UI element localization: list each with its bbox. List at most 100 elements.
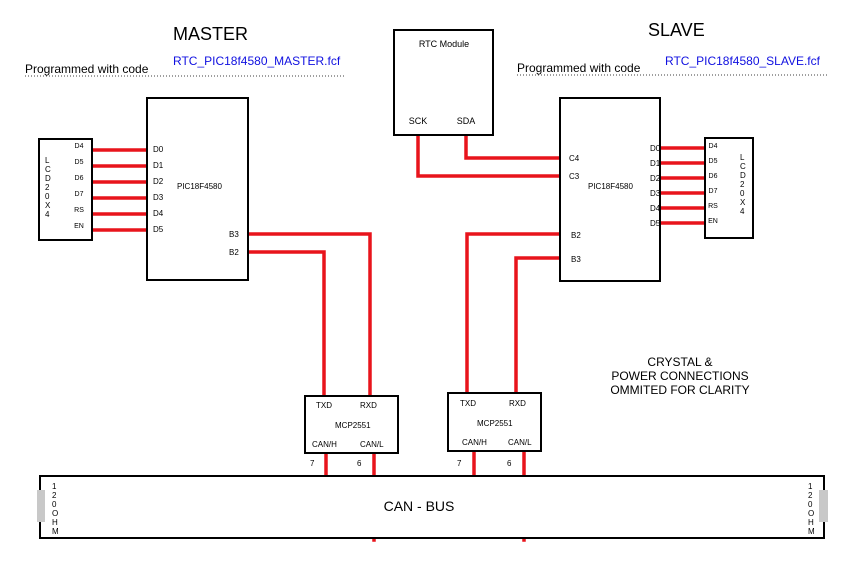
slave-programmed-label: Programmed with code [517, 61, 641, 75]
svg-text:D7: D7 [709, 188, 718, 195]
right-terminator-resistor [819, 490, 828, 522]
wire-slave-b2-txd [465, 232, 562, 395]
master-transceiver-rxd: RXD [360, 401, 377, 410]
slave-transceiver-canl: CAN/L [508, 438, 532, 447]
svg-text:M: M [808, 527, 815, 536]
master-programmed-label: Programmed with code [25, 62, 149, 76]
master-heading: MASTER [173, 24, 248, 44]
left-terminator-label: 1 2 0 O H M [52, 482, 59, 536]
svg-text:EN: EN [74, 223, 84, 230]
svg-text:O: O [808, 509, 814, 518]
slave-lcd-pins: D4 D5 D6 D7 RS EN [708, 143, 718, 225]
slave-transceiver-rxd: RXD [509, 399, 526, 408]
slave-transceiver-pin7: 7 [457, 459, 462, 468]
slave-transceiver-pin6: 6 [507, 459, 512, 468]
master-transceiver: TXD RXD MCP2551 CAN/H CAN/L 7 6 [304, 395, 399, 468]
svg-text:C: C [45, 165, 51, 174]
svg-text:0: 0 [808, 500, 813, 509]
slave-code-file[interactable]: RTC_PIC18f4580_SLAVE.fcf [665, 54, 821, 68]
svg-text:0: 0 [52, 500, 57, 509]
master-transceiver-chip: MCP2551 [335, 421, 371, 430]
master-pic-pin-d1: D1 [153, 161, 164, 170]
svg-text:D: D [740, 171, 746, 180]
can-bus: CAN - BUS 1 2 0 O H M 1 2 0 O H M [37, 475, 828, 539]
master-transceiver-pin7: 7 [310, 459, 315, 468]
slave-pic-pin-c4: C4 [569, 154, 580, 163]
master-transceiver-canl: CAN/L [360, 440, 384, 449]
wire-slave-b3-rxd [514, 256, 562, 395]
rtc-pin-sck: SCK [409, 116, 428, 126]
svg-text:D6: D6 [709, 173, 718, 180]
slave-pic-chip: PIC18F4580 [588, 182, 633, 191]
svg-text:L: L [45, 156, 50, 165]
svg-text:1: 1 [808, 482, 813, 491]
svg-text:D: D [45, 174, 51, 183]
master-pic-pin-b3: B3 [229, 230, 239, 239]
rtc-pin-sda: SDA [457, 116, 476, 126]
note-line-2: POWER CONNECTIONS [611, 369, 748, 383]
rtc-module: RTC Module SCK SDA [393, 29, 494, 136]
master-lcd-pin-d5: D5 [75, 159, 84, 166]
slave-lcd-pin-rs: RS [708, 203, 718, 210]
master-lcd-pin-d6: D6 [75, 175, 84, 182]
master-transceiver-pin6: 6 [357, 459, 362, 468]
wire-master-b3-rxd [246, 232, 372, 398]
svg-text:H: H [52, 518, 58, 527]
slave-lcd-pin-d4: D4 [709, 143, 718, 150]
svg-text:RS: RS [74, 207, 84, 214]
svg-text:X: X [740, 198, 746, 207]
svg-text:D4: D4 [75, 143, 84, 150]
svg-text:D6: D6 [75, 175, 84, 182]
slave-heading: SLAVE [648, 20, 705, 40]
svg-text:M: M [52, 527, 59, 536]
slave-transceiver-txd: TXD [460, 399, 476, 408]
master-pic-pin-d3: D3 [153, 193, 164, 202]
svg-text:RS: RS [708, 203, 718, 210]
slave-pic-pin-b2: B2 [571, 231, 581, 240]
svg-text:EN: EN [708, 218, 718, 225]
svg-text:D5: D5 [709, 158, 718, 165]
master-lcd-pins: D4 D5 D6 D7 RS EN [74, 143, 84, 230]
svg-text:H: H [808, 518, 814, 527]
slave-pic-pin-b3: B3 [571, 255, 581, 264]
slave-lcd-pin-d5: D5 [709, 158, 718, 165]
svg-text:4: 4 [740, 207, 745, 216]
slave-pic-pin-d3: D3 [650, 189, 661, 198]
master-pic-pin-d4: D4 [153, 209, 164, 218]
master-pic-pin-b2: B2 [229, 248, 239, 257]
slave-pic-pin-d4: D4 [650, 204, 661, 213]
wire-master-b2-txd [246, 250, 326, 398]
svg-text:D5: D5 [75, 159, 84, 166]
master-lcd-pin-rs: RS [74, 207, 84, 214]
master-pic-pin-d0: D0 [153, 145, 164, 154]
note-line-3: OMMITED FOR CLARITY [610, 383, 749, 397]
master-pic-pin-d2: D2 [153, 177, 164, 186]
left-terminator-resistor [37, 490, 45, 522]
slave-lcd-pin-d7: D7 [709, 188, 718, 195]
note-line-1: CRYSTAL & [647, 355, 712, 369]
svg-text:D7: D7 [75, 191, 84, 198]
master-transceiver-txd: TXD [316, 401, 332, 410]
svg-text:0: 0 [45, 192, 50, 201]
master-lcd-pin-d7: D7 [75, 191, 84, 198]
svg-text:L: L [740, 153, 745, 162]
slave-transceiver-chip: MCP2551 [477, 419, 513, 428]
can-bus-label: CAN - BUS [384, 498, 455, 514]
slave-pic-pin-c3: C3 [569, 172, 580, 181]
svg-text:4: 4 [45, 210, 50, 219]
slave-lcd-pin-en: EN [708, 218, 718, 225]
svg-text:C: C [740, 162, 746, 171]
slave-lcd-pin-d6: D6 [709, 173, 718, 180]
svg-text:2: 2 [740, 180, 745, 189]
slave-pic-pin-d1: D1 [650, 159, 661, 168]
master-pic-chip: PIC18F4580 [177, 182, 222, 191]
svg-text:2: 2 [52, 491, 57, 500]
master-lcd-pin-en: EN [74, 223, 84, 230]
slave-transceiver-canh: CAN/H [462, 438, 487, 447]
master-code-file[interactable]: RTC_PIC18f4580_MASTER.fcf [173, 54, 341, 68]
wire-rtc-sck-c3 [416, 133, 562, 178]
rtc-title: RTC Module [419, 39, 469, 49]
slave-pic: PIC18F4580 C4 C3 D0 D1 D2 D3 D4 D5 B2 B3 [559, 97, 661, 282]
